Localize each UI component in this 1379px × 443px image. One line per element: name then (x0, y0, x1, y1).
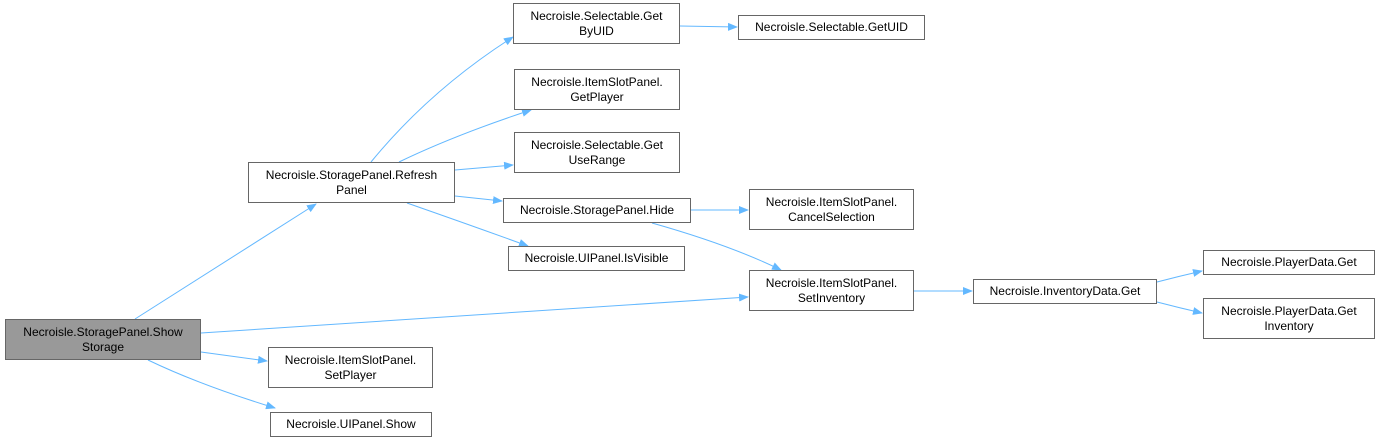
edge-show_storage-to-uipanel_show (147, 359, 276, 410)
edge-get_by_uid-to-get_uid (679, 22, 738, 31)
node-label-line: Necroisle.Selectable.Get (530, 137, 664, 152)
node-label-line: Necroisle.StoragePanel.Hide (519, 203, 675, 217)
node-itemslotpanel-getplayer[interactable]: Necroisle.ItemSlotPanel. GetPlayer (514, 69, 680, 110)
node-selectable-getuserange[interactable]: Necroisle.Selectable.Get UseRange (514, 132, 680, 173)
node-label-line: Necroisle.ItemSlotPanel. (284, 352, 417, 367)
node-selectable-getuid[interactable]: Necroisle.Selectable.GetUID (738, 15, 925, 40)
node-label-line: GetPlayer (570, 89, 624, 104)
edge-refresh_panel-to-get_use_range (454, 161, 514, 171)
node-label-line: ByUID (579, 23, 614, 38)
node-storagepanel-hide[interactable]: Necroisle.StoragePanel.Hide (503, 198, 691, 223)
node-label-line: Necroisle.InventoryData.Get (989, 284, 1141, 298)
node-selectable-getbyuid[interactable]: Necroisle.Selectable.Get ByUID (513, 3, 680, 44)
node-itemslotpanel-cancelselection[interactable]: Necroisle.ItemSlotPanel. CancelSelection (749, 189, 914, 230)
node-label-line: Necroisle.Selectable.Get (530, 8, 663, 23)
node-label-line: Panel (336, 182, 367, 197)
edge-hide-to-set_inventory (651, 222, 782, 271)
node-label-line: UseRange (568, 152, 626, 167)
node-uipanel-show[interactable]: Necroisle.UIPanel.Show (270, 412, 432, 437)
node-label-line: Necroisle.ItemSlotPanel. (765, 275, 898, 290)
node-label-line: Necroisle.ItemSlotPanel. (765, 194, 898, 209)
node-label-line: Necroisle.StoragePanel.Show (23, 324, 183, 339)
edge-refresh_panel-to-is_visible (406, 202, 529, 247)
node-label-line: Necroisle.Selectable.GetUID (755, 20, 908, 34)
node-label-line: Inventory (1264, 318, 1314, 333)
node-label-line: CancelSelection (788, 209, 875, 224)
edge-inventory_get-to-playerdata_get (1156, 269, 1203, 283)
node-label-line: Necroisle.UIPanel.IsVisible (524, 251, 669, 265)
edge-inventory_get-to-playerdata_get_inventory (1156, 301, 1203, 315)
edge-refresh_panel-to-get_by_uid (370, 36, 514, 163)
node-storagepanel-refreshpanel[interactable]: Necroisle.StoragePanel.Refresh Panel (248, 162, 455, 203)
edge-show_storage-to-set_player (200, 351, 268, 364)
edge-show_storage-to-refresh_panel (134, 203, 317, 320)
node-itemslotpanel-setinventory[interactable]: Necroisle.ItemSlotPanel. SetInventory (749, 270, 914, 311)
node-playerdata-getinventory[interactable]: Necroisle.PlayerData.Get Inventory (1203, 298, 1375, 339)
edge-show_storage-to-set_inventory (200, 293, 749, 334)
edge-refresh_panel-to-hide (454, 195, 503, 205)
node-label-line: Necroisle.StoragePanel.Refresh (265, 167, 438, 182)
node-label-line: Storage (81, 339, 125, 354)
node-label-line: Necroisle.UIPanel.Show (286, 417, 416, 431)
edge-refresh_panel-to-get_player (398, 109, 532, 163)
node-inventorydata-get[interactable]: Necroisle.InventoryData.Get (973, 279, 1157, 304)
node-label-line: Necroisle.ItemSlotPanel. (531, 74, 663, 89)
node-itemslotpanel-setplayer[interactable]: Necroisle.ItemSlotPanel. SetPlayer (268, 347, 433, 388)
node-label-line: Necroisle.PlayerData.Get (1221, 303, 1357, 318)
node-playerdata-get[interactable]: Necroisle.PlayerData.Get (1203, 250, 1375, 275)
node-label-line: SetPlayer (324, 367, 377, 382)
node-label-line: SetInventory (797, 290, 866, 305)
node-storagepanel-showstorage[interactable]: Necroisle.StoragePanel.Show Storage (5, 319, 201, 360)
node-label-line: Necroisle.PlayerData.Get (1221, 255, 1357, 269)
node-uipanel-isvisible[interactable]: Necroisle.UIPanel.IsVisible (508, 246, 685, 271)
